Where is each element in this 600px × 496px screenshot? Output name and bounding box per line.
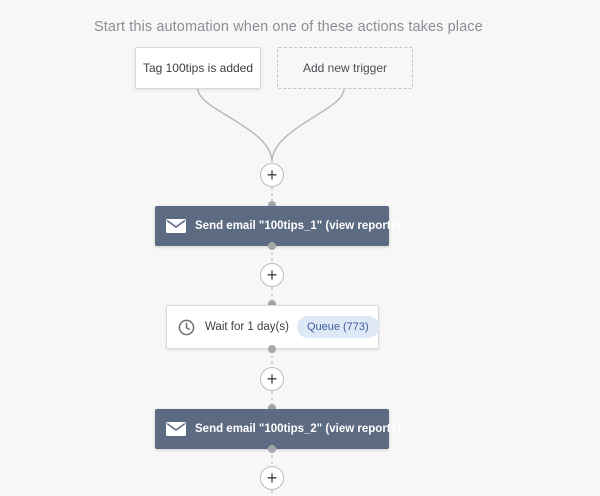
add-step-button-2[interactable]: +	[260, 263, 284, 287]
wait-step-label: Wait for 1 day(s)	[205, 321, 289, 333]
connector-dot	[268, 242, 276, 250]
queue-badge[interactable]: Queue (773)	[296, 316, 379, 338]
send-email-step-1-label: Send email "100tips_1" (view reports)	[195, 220, 401, 232]
add-step-button-1[interactable]: +	[260, 163, 284, 187]
add-new-trigger-button[interactable]: Add new trigger	[277, 47, 413, 89]
connector-dot	[268, 445, 276, 453]
trigger-tag-added[interactable]: Tag 100tips is added	[135, 47, 261, 89]
connector-dot	[268, 300, 276, 308]
trigger-tag-added-label: Tag 100tips is added	[142, 61, 254, 75]
envelope-icon	[166, 422, 186, 436]
plus-icon: +	[266, 467, 278, 488]
connector-dot	[268, 345, 276, 353]
add-step-button-4[interactable]: +	[260, 466, 284, 490]
page-heading: Start this automation when one of these …	[94, 19, 483, 35]
plus-icon: +	[266, 264, 278, 285]
send-email-step-2-label: Send email "100tips_2" (view reports)	[195, 423, 401, 435]
connector-dot	[268, 201, 276, 209]
plus-icon: +	[266, 368, 278, 389]
plus-icon: +	[266, 164, 278, 185]
add-step-button-3[interactable]: +	[260, 367, 284, 391]
envelope-icon	[166, 219, 186, 233]
add-new-trigger-label: Add new trigger	[302, 61, 388, 75]
wait-step[interactable]: Wait for 1 day(s) Queue (773)	[166, 305, 379, 349]
send-email-step-2[interactable]: Send email "100tips_2" (view reports)	[155, 409, 401, 449]
clock-icon	[178, 319, 195, 335]
send-email-step-1[interactable]: Send email "100tips_1" (view reports)	[155, 206, 401, 246]
connector-dot	[268, 404, 276, 412]
